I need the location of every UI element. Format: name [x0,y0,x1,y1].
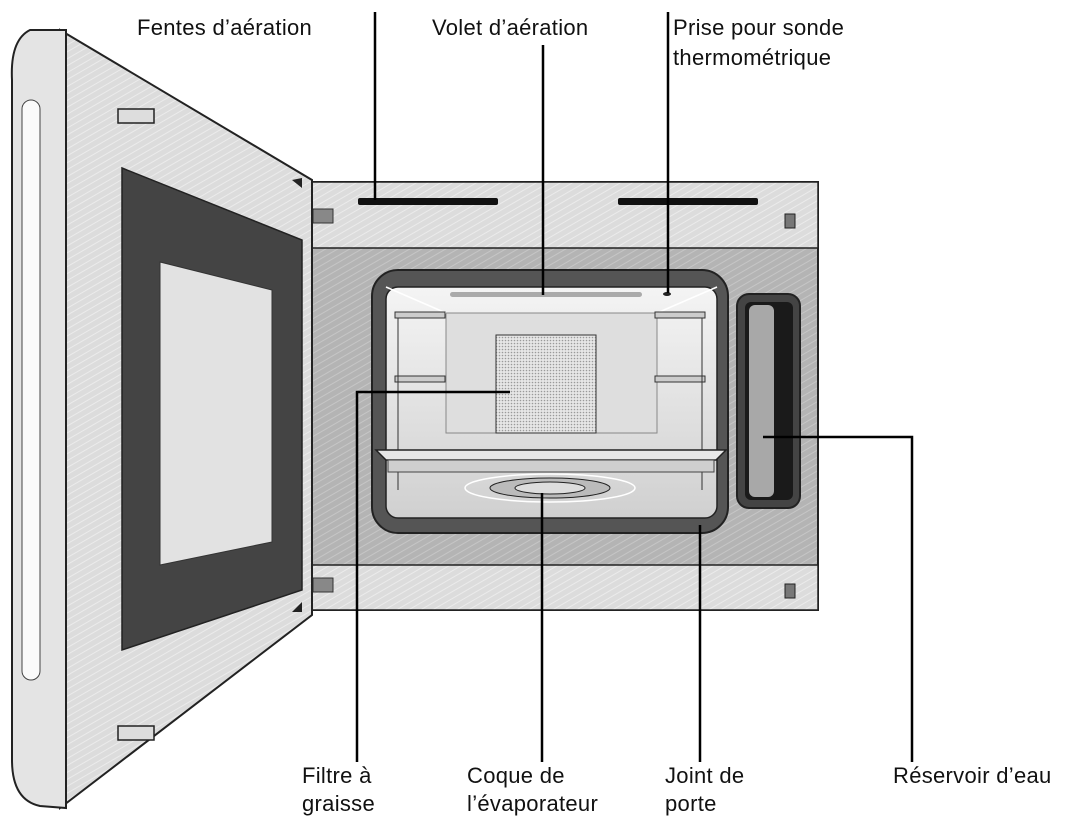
label-door-seal-line2: porte [665,791,717,816]
water-tank [736,293,801,509]
oven-cavity [371,269,729,534]
label-evaporator-line1: Coque de [467,763,565,788]
label-door-seal-line1: Joint de [665,763,745,788]
vent-slot-left [358,198,498,205]
baking-tray [374,449,728,461]
leader-grease-filter [355,390,510,762]
label-vent-flap: Volet d’aération [432,15,589,40]
leader-water-tank [763,435,914,762]
label-grease-filter-line1: Filtre à [302,763,372,788]
label-grease-filter-line2: graisse [302,791,376,816]
label-evaporator-line2: l’évaporateur [467,791,599,816]
leader-lines [355,12,914,762]
oven-door [10,28,313,811]
label-water-tank: Réservoir d’eau [893,763,1052,788]
evaporator-shell [514,481,586,495]
grease-filter [495,334,597,434]
label-probe-socket-line2: thermométrique [673,45,832,70]
vent-slot-right [618,198,758,205]
label-vent-slots: Fentes d’aération [137,15,313,40]
label-probe-socket-line1: Prise pour sonde [673,15,845,40]
oven-body [311,181,819,611]
